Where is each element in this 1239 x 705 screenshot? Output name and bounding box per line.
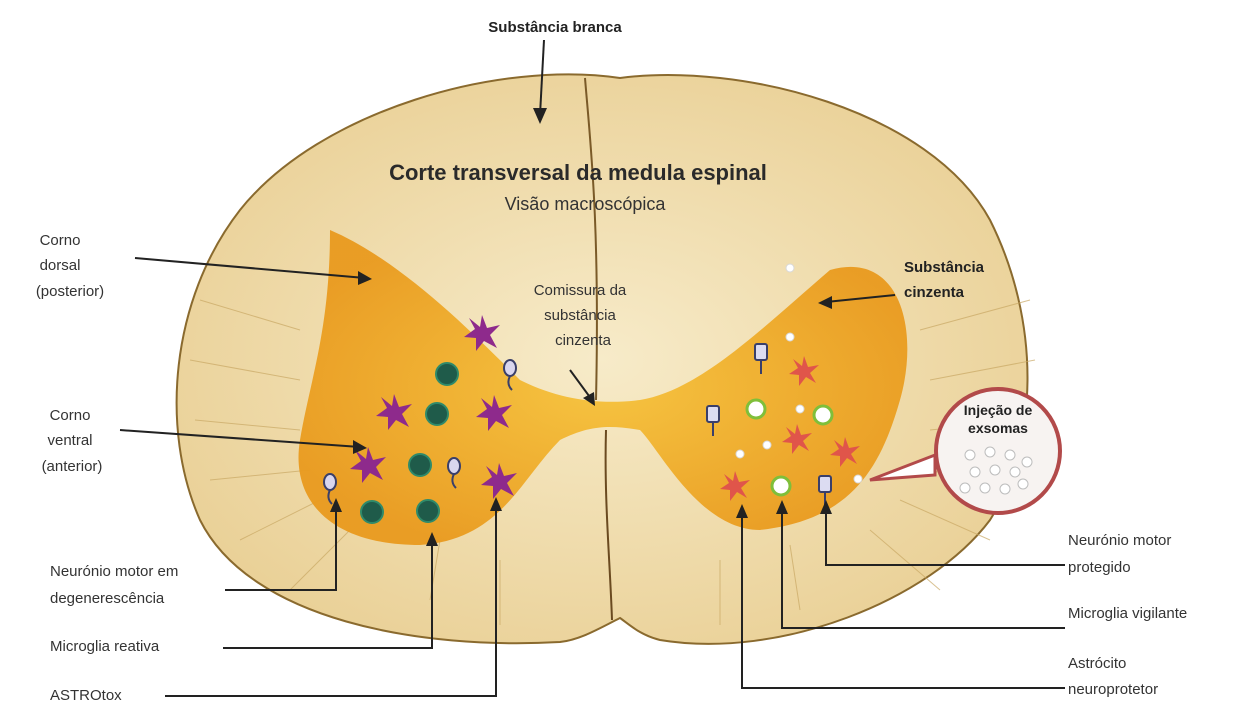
label-surveillant-microglia: Microglia vigilante xyxy=(1068,605,1187,622)
label-protected-motor-neuron: Neurónio motor protegido xyxy=(1068,532,1171,576)
surveillant-microglia-cell xyxy=(772,477,790,495)
label-ventral-horn-line-1: Corno xyxy=(50,407,91,424)
label-dorsal-horn-line-3: (posterior) xyxy=(36,283,104,300)
diagram-title: Corte transversal da medula espinal xyxy=(389,160,767,185)
label-protected-line-1: Neurónio motor xyxy=(1068,532,1171,549)
label-ventral-horn: Corno ventral (anterior) xyxy=(42,407,103,475)
label-ventral-horn-line-3: (anterior) xyxy=(42,458,103,475)
label-dorsal-horn-line-1: Corno xyxy=(40,232,81,249)
reactive-microglia-cell xyxy=(417,500,439,522)
label-degenerating-line-2: degenerescência xyxy=(50,590,165,607)
label-white-matter: Substância branca xyxy=(488,19,622,36)
reactive-microglia-cell xyxy=(409,454,431,476)
reactive-microglia-cell xyxy=(361,501,383,523)
surveillant-microglia-cell xyxy=(814,406,832,424)
label-degenerating-motor-neuron: Neurónio motor em degenerescência xyxy=(50,563,178,607)
label-degenerating-line-1: Neurónio motor em xyxy=(50,563,178,580)
label-gray-matter-line-2: cinzenta xyxy=(904,284,965,301)
reactive-microglia-cell xyxy=(426,403,448,425)
surveillant-microglia-cell xyxy=(747,400,765,418)
exosome-callout-line-1: Injeção de xyxy=(964,402,1033,418)
label-reactive-microglia: Microglia reativa xyxy=(50,638,160,655)
label-dorsal-horn-line-2: dorsal xyxy=(40,257,81,274)
label-gray-commissure-line-3: cinzenta xyxy=(555,332,612,349)
label-astrotox: ASTROtox xyxy=(50,687,122,704)
exosome-callout-line-2: exsomas xyxy=(968,420,1028,436)
label-gray-commissure-line-2: substância xyxy=(544,307,616,324)
label-dorsal-horn: Corno dorsal (posterior) xyxy=(36,232,104,300)
label-neuroprotective-astrocyte: Astrócito neuroprotetor xyxy=(1068,655,1158,698)
label-gray-matter-line-1: Substância xyxy=(904,259,985,276)
reactive-microglia-cell xyxy=(436,363,458,385)
label-astrocyte-line-1: Astrócito xyxy=(1068,655,1126,672)
label-protected-line-2: protegido xyxy=(1068,559,1131,576)
label-ventral-horn-line-2: ventral xyxy=(47,432,92,449)
diagram-subtitle: Visão macroscópica xyxy=(505,194,667,214)
label-gray-commissure-line-1: Comissura da xyxy=(534,282,627,299)
label-astrocyte-line-2: neuroprotetor xyxy=(1068,681,1158,698)
